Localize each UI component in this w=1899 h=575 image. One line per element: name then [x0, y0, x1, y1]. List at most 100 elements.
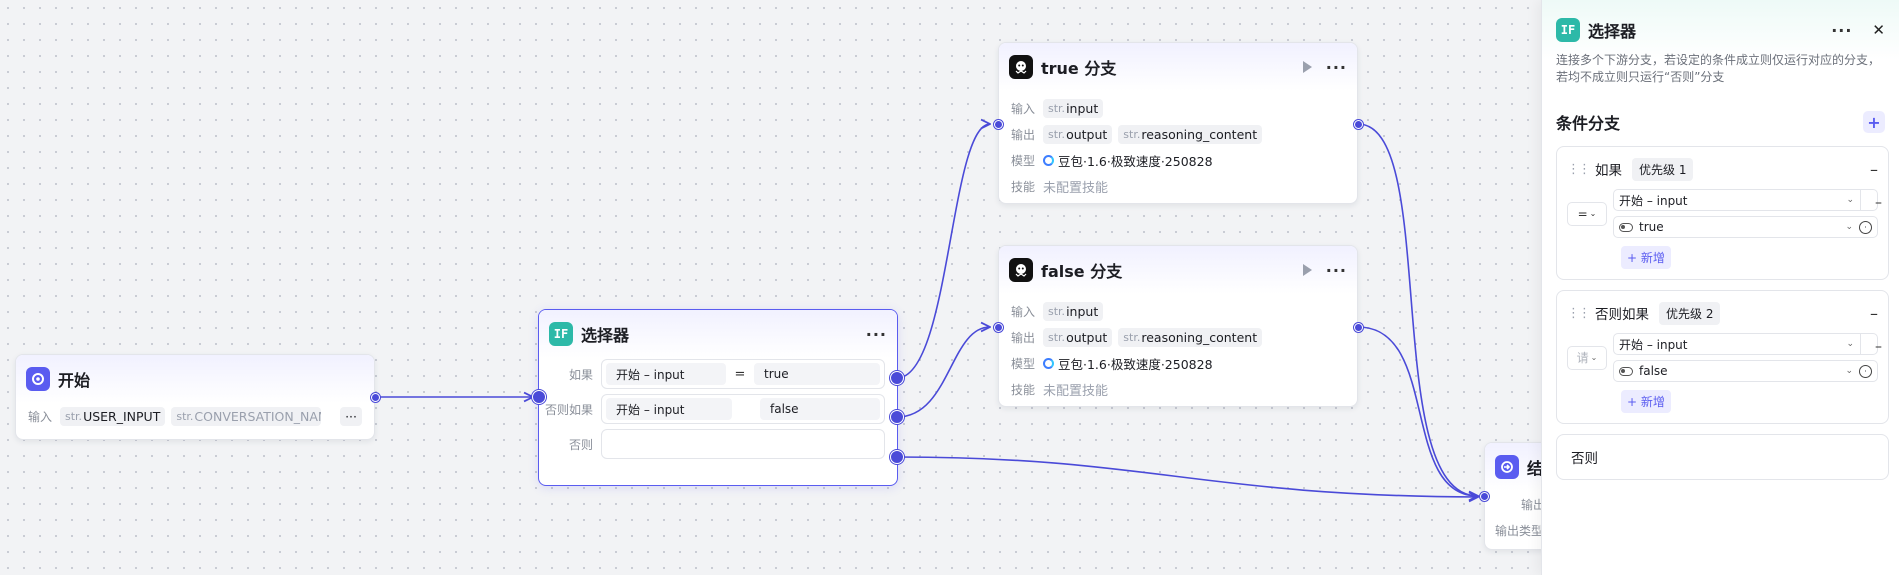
true-branch-input-handle[interactable] [994, 120, 1003, 129]
branch-card-elseif: ⋮⋮ 否则如果 优先级 2 – 请⌄ 开始 – input⌄ false⌄· –… [1556, 290, 1889, 424]
panel-more-button[interactable]: ··· [1831, 20, 1853, 40]
branch-card-if: ⋮⋮ 如果 优先级 1 – =⌄ 开始 – input⌄ true⌄· – + … [1556, 146, 1889, 280]
priority-badge: 优先级 1 [1632, 157, 1694, 181]
output-var: str.reasoning_content [1118, 327, 1263, 347]
true-branch-more-button[interactable]: ··· [1325, 57, 1347, 77]
chevron-down-icon: ⌄ [1845, 222, 1853, 232]
skill-label: 技能 [1011, 179, 1036, 194]
false-branch-input-row: 输入 str.input [999, 298, 1357, 324]
selector-node[interactable]: IF 选择器 ··· 如果 开始 – input = true 否则如果 开始 … [538, 309, 898, 486]
output-label: 输出 [1011, 127, 1036, 142]
selector-condition-else: 否则 [539, 428, 885, 460]
doubao-icon [1043, 357, 1054, 369]
operator-select[interactable]: 请⌄ [1567, 345, 1607, 370]
true-branch-skill-row: 技能 未配置技能 [999, 173, 1357, 199]
condition-right: false [760, 398, 880, 420]
toggle-icon[interactable] [1619, 366, 1633, 376]
chevron-down-icon: ⌄ [1846, 339, 1854, 349]
branch-name: 如果 [1595, 163, 1622, 179]
if-icon: IF [549, 322, 573, 346]
chevron-down-icon: ⌄ [1846, 195, 1854, 205]
edge-else-end [896, 456, 1478, 497]
remove-branch-button[interactable]: – [1870, 159, 1878, 179]
end-input-handle[interactable] [1480, 492, 1489, 501]
close-icon[interactable]: ✕ [1872, 21, 1885, 39]
branch-card-else[interactable]: 否则 [1556, 434, 1889, 480]
condition-label: 如果 [568, 367, 593, 382]
output-label: 输出 [1521, 497, 1546, 512]
add-condition-button[interactable]: + 新增 [1621, 390, 1671, 413]
condition-box[interactable]: 开始 – input = true [601, 359, 885, 389]
remove-condition-button[interactable]: – [1875, 195, 1882, 211]
input-var: str.input [1043, 301, 1104, 321]
right-value-input[interactable]: true⌄· [1613, 216, 1878, 238]
selector-else-handle[interactable] [890, 450, 904, 464]
left-variable-select[interactable]: 开始 – input⌄ [1613, 333, 1878, 355]
true-branch-header: true 分支 ··· [999, 43, 1357, 91]
left-variable-select[interactable]: 开始 – input⌄ [1613, 189, 1878, 211]
output-var: str.reasoning_content [1118, 124, 1263, 144]
false-branch-output-handle[interactable] [1354, 323, 1363, 332]
remove-branch-button[interactable]: – [1870, 303, 1878, 323]
variable-icon[interactable]: · [1859, 220, 1872, 234]
selector-more-button[interactable]: ··· [865, 324, 887, 344]
selector-elseif-handle[interactable] [890, 410, 904, 424]
false-branch-input-handle[interactable] [994, 323, 1003, 332]
start-node-input-row: 输入 str.USER_INPUT str.CONVERSATION_NAME … [16, 403, 374, 429]
drag-handle-icon[interactable]: ⋮⋮ [1567, 305, 1591, 321]
output-type-label: 输出类型 [1495, 523, 1544, 538]
section-title-branches: 条件分支 + [1542, 110, 1899, 134]
false-branch-header: false 分支 ··· [999, 246, 1357, 294]
false-branch-node[interactable]: false 分支 ··· 输入 str.input 输出 str.output … [998, 245, 1358, 407]
drag-handle-icon[interactable]: ⋮⋮ [1567, 161, 1591, 177]
start-node[interactable]: 开始 输入 str.USER_INPUT str.CONVERSATION_NA… [15, 354, 375, 440]
run-icon[interactable] [1302, 264, 1312, 276]
true-branch-node[interactable]: true 分支 ··· 输入 str.input 输出 str.output s… [998, 42, 1358, 204]
false-branch-title: false 分支 [1041, 262, 1123, 281]
selector-if-handle[interactable] [890, 371, 904, 385]
condition-left: 开始 – input [606, 363, 726, 385]
false-branch-more-button[interactable]: ··· [1325, 260, 1347, 280]
output-label: 输出 [1011, 330, 1036, 345]
start-output-handle[interactable] [371, 393, 380, 402]
true-branch-model-row: 模型 豆包·1.6·极致速度·250828 [999, 147, 1357, 173]
start-icon [26, 367, 50, 391]
add-condition-button[interactable]: + 新增 [1621, 246, 1671, 269]
run-icon[interactable] [1302, 61, 1312, 73]
toggle-icon[interactable] [1619, 222, 1633, 232]
variable-icon[interactable]: · [1859, 364, 1872, 378]
if-icon: IF [1556, 18, 1580, 42]
branch-name: 否则如果 [1595, 307, 1649, 323]
skill-label: 技能 [1011, 382, 1036, 397]
start-var-user-input: str.USER_INPUT [60, 406, 166, 426]
selector-input-handle[interactable] [532, 390, 546, 404]
panel-description: 连接多个下游分支，若设定的条件成立则仅运行对应的分支，若均不成立则只运行“否则”… [1556, 53, 1881, 84]
output-var: str.output [1043, 327, 1113, 347]
remove-condition-button[interactable]: – [1875, 339, 1882, 355]
input-label: 输入 [1011, 304, 1036, 319]
priority-badge: 优先级 2 [1659, 301, 1721, 325]
panel-header: IF 选择器 ··· ✕ [1542, 0, 1899, 60]
condition-box[interactable] [601, 429, 885, 459]
condition-box[interactable]: 开始 – input false [601, 394, 885, 424]
add-branch-button[interactable]: + [1863, 111, 1885, 133]
edge-false-end [1357, 326, 1478, 496]
end-output-type-row: 输出类型 [1485, 517, 1603, 543]
true-branch-input-row: 输入 str.input [999, 95, 1357, 121]
start-var-conversation-name: str.CONVERSATION_NAME [171, 406, 322, 426]
selector-config-panel: IF 选择器 ··· ✕ 连接多个下游分支，若设定的条件成立则仅运行对应的分支，… [1541, 0, 1899, 575]
condition-label: 否则 [568, 437, 593, 452]
condition-right: true [754, 363, 880, 385]
right-value-input[interactable]: false⌄· [1613, 360, 1878, 382]
condition-left: 开始 – input [606, 398, 732, 420]
operator-select[interactable]: =⌄ [1567, 201, 1607, 226]
panel-title: 选择器 [1588, 22, 1637, 41]
start-input-label: 输入 [28, 409, 53, 424]
true-branch-output-handle[interactable] [1354, 120, 1363, 129]
skill-value: 未配置技能 [1043, 383, 1109, 399]
doubao-icon [1043, 154, 1054, 166]
start-more-vars-button[interactable]: ··· [340, 406, 362, 426]
false-branch-output-row: 输出 str.output str.reasoning_content [999, 324, 1357, 350]
start-node-header: 开始 [16, 355, 374, 403]
